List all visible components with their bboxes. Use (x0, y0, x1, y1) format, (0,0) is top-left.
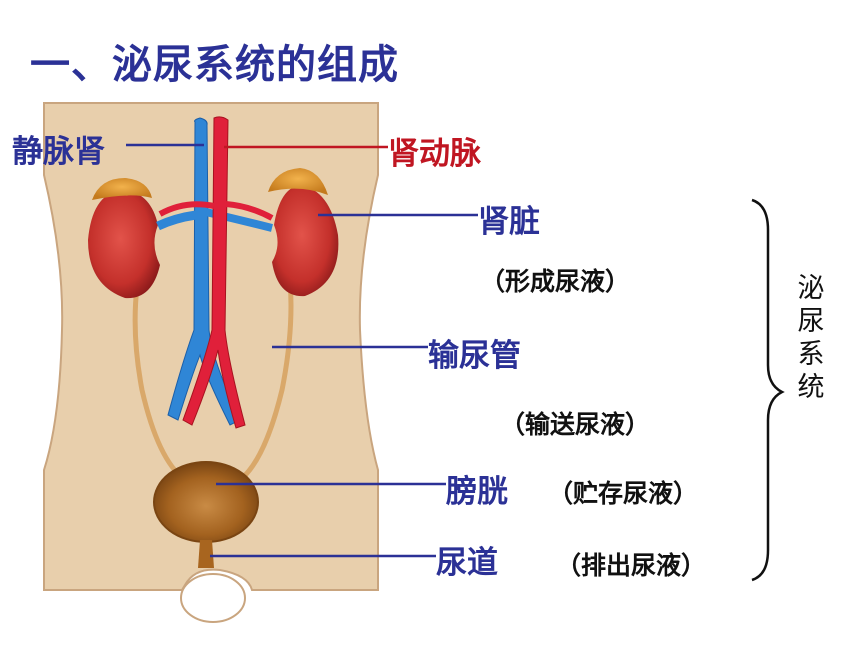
vena-cava (167, 117, 241, 426)
label-renal-vein: 静脉肾 (12, 134, 105, 170)
system-brace (751, 198, 785, 582)
label-urethra: 尿道 (436, 545, 498, 581)
function-bladder: （贮存尿液） (548, 479, 699, 508)
function-urethra: （排出尿液） (556, 551, 707, 580)
left-adrenal (92, 178, 152, 200)
label-kidney: 肾脏 (478, 204, 540, 240)
left-kidney (88, 190, 160, 299)
right-renal-artery (225, 201, 274, 221)
function-ureter: （输送尿液） (500, 410, 651, 439)
right-kidney (272, 185, 339, 297)
page-title: 一、泌尿系统的组成 (30, 42, 399, 88)
aorta (182, 116, 246, 429)
label-ureter: 输尿管 (428, 338, 521, 374)
function-kidney: （形成尿液） (480, 267, 631, 296)
system-label: 泌尿系统 (797, 273, 825, 403)
left-renal-artery (158, 201, 215, 217)
right-renal-vein (205, 208, 273, 232)
left-renal-vein (156, 210, 197, 231)
label-bladder: 膀胱 (446, 474, 508, 510)
urethra (198, 540, 214, 568)
bladder (153, 461, 259, 543)
label-renal-artery: 肾动脉 (388, 136, 481, 172)
right-adrenal (268, 168, 328, 195)
